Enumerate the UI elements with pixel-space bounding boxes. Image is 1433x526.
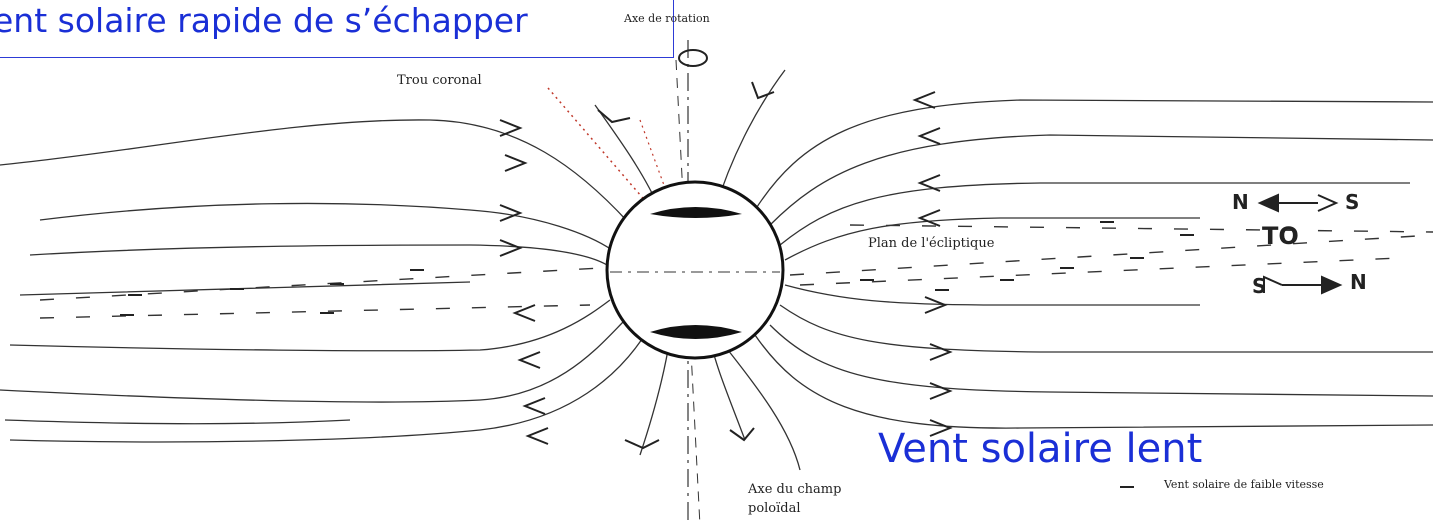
- ecliptic-dash-left-2: [39, 304, 591, 319]
- field-line-arrow-icon: [499, 239, 523, 257]
- coronal-hole-line: [547, 87, 661, 219]
- field-line-arrow-icon: [751, 81, 775, 100]
- field-line-arrow-icon: [924, 296, 948, 314]
- field-line-arrow-icon: [597, 109, 631, 124]
- field-line-left-3: [29, 244, 608, 266]
- label-rotation-axis: Axe de rotation: [624, 12, 710, 25]
- ecliptic-dash-right-2: [799, 257, 1401, 286]
- compass-arrow-icon: [1257, 193, 1279, 213]
- field-line-arrow-icon: [929, 382, 953, 400]
- field-line-arrow-icon: [729, 427, 755, 442]
- page-title: ent solaire rapide de s’échapper: [0, 1, 528, 40]
- field-line-bottom-left: [639, 337, 671, 456]
- field-line-left-8: [4, 419, 351, 425]
- compass-arrows: [1257, 193, 1343, 295]
- field-line-arrow-icon: [517, 351, 541, 369]
- field-line-arrow-icon: [624, 439, 660, 450]
- compass-n-top: N: [1232, 190, 1249, 214]
- field-line-right-2: [769, 134, 1433, 226]
- compass-n-bottom: N: [1350, 270, 1367, 294]
- label-poloidal-axis-2: poloïdal: [748, 501, 801, 516]
- field-line-arrow-icon: [917, 174, 941, 192]
- field-line-arrows: [499, 81, 953, 450]
- field-line-arrow-icon: [525, 427, 549, 445]
- ecliptic-dash-right-3: [849, 224, 1433, 233]
- field-line-left-5: [9, 299, 611, 352]
- slow-wind-arrows: [120, 221, 1194, 316]
- label-slow-wind: Vent solaire lent: [878, 426, 1203, 472]
- field-line-arrow-icon: [512, 304, 536, 322]
- field-line-arrow-icon: [917, 209, 941, 227]
- field-line-left-6: [0, 319, 626, 403]
- title-box: ent solaire rapide de s’échapper: [0, 0, 674, 58]
- field-line-right-3: [779, 182, 1410, 246]
- field-lines: [0, 69, 1433, 471]
- compass-to: TO: [1262, 222, 1299, 250]
- field-line-left-7: [9, 329, 649, 443]
- label-ecliptic-plane: Plan de l'écliptique: [868, 236, 995, 251]
- compass-s-top: S: [1345, 190, 1360, 214]
- compass-arrow-icon: [1263, 275, 1283, 293]
- poloidal-axis-line: [675, 59, 701, 526]
- field-line-right-1: [754, 99, 1433, 211]
- field-line-arrow-icon: [499, 119, 523, 137]
- field-line-arrow-icon: [499, 204, 523, 222]
- field-line-right-5: [784, 284, 1200, 306]
- label-coronal-hole: Trou coronal: [397, 73, 482, 88]
- compass-s-bottom: S: [1252, 274, 1267, 298]
- sun-globe-icon: [605, 180, 785, 360]
- field-line-left-4: [19, 281, 471, 296]
- rotation-arrow-icon: [678, 49, 708, 67]
- field-line-left-2: [39, 202, 613, 251]
- legend-dash-icon: [1120, 486, 1134, 488]
- field-line-arrow-icon: [929, 419, 953, 437]
- ecliptic-dash-left-1: [39, 267, 601, 301]
- field-line-right-8: [754, 334, 1433, 429]
- field-line-arrow-icon: [929, 343, 953, 361]
- field-line-left-1: [0, 119, 629, 223]
- label-poloidal-axis-1: Axe du champ: [748, 482, 842, 497]
- field-line-arrow-icon: [504, 154, 528, 172]
- field-line-right-7: [769, 324, 1433, 397]
- field-line-right-6: [779, 304, 1433, 353]
- field-line-arrow-icon: [917, 127, 941, 145]
- label-slow-wind-legend: Vent solaire de faible vitesse: [1164, 478, 1324, 491]
- ecliptic-dashes: [39, 224, 1433, 319]
- polar-cap-icon: [650, 325, 742, 339]
- compass-arrow-icon: [1321, 275, 1343, 295]
- field-line-right-9: [719, 339, 801, 471]
- field-line-right-4: [784, 217, 1200, 261]
- polar-cap-icon: [650, 207, 742, 218]
- compass-arrow-icon: [1317, 194, 1339, 212]
- field-line-arrow-icon: [522, 397, 546, 415]
- field-line-arrow-icon: [912, 91, 936, 109]
